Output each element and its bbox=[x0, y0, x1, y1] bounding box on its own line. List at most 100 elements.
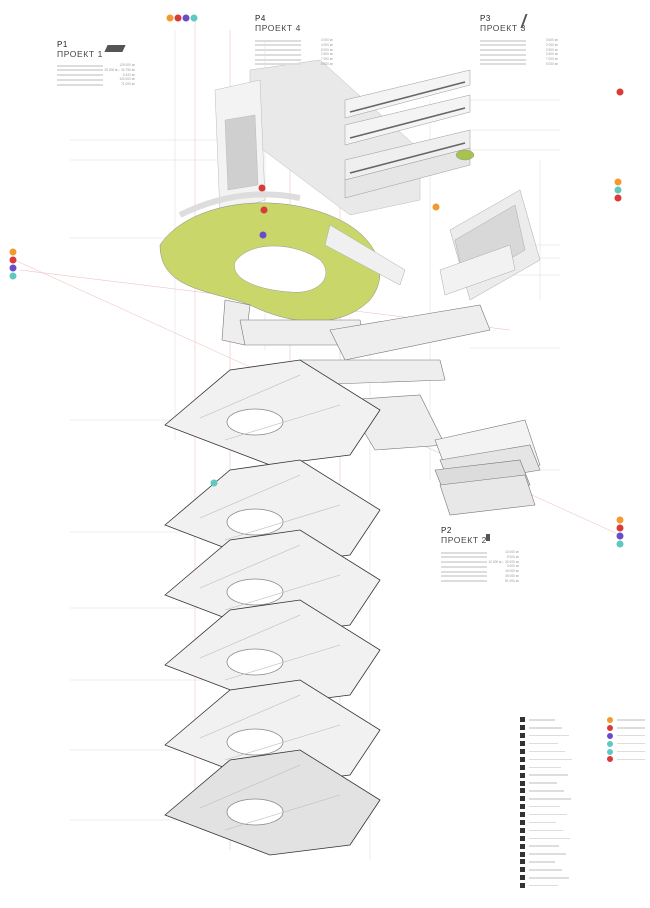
legend-text-line bbox=[529, 727, 562, 729]
legend-text-line bbox=[529, 742, 558, 745]
transport-badge bbox=[9, 248, 17, 256]
square-icon bbox=[520, 796, 525, 802]
floor-atrium bbox=[226, 648, 284, 676]
stat-row: 4 000 м² bbox=[255, 38, 333, 43]
stat-value: 10 000 м² - 30 000 м² bbox=[488, 559, 519, 564]
stat-label bbox=[255, 63, 301, 66]
stat-label bbox=[255, 58, 301, 61]
stat-row: 51 000 м² bbox=[441, 579, 519, 584]
legend-item bbox=[520, 874, 645, 882]
transport-legend-icon bbox=[607, 732, 613, 739]
project-p4-code: P4 bbox=[255, 14, 266, 23]
stat-value: 2 500 м² bbox=[545, 47, 558, 52]
stat-row: 5 432 м² bbox=[57, 73, 135, 78]
square-icon bbox=[520, 733, 525, 739]
stat-value: 3 000 м² bbox=[506, 564, 519, 569]
transport-badge bbox=[432, 203, 440, 211]
stat-row: 2 500 м² bbox=[480, 48, 558, 53]
stat-row: 71 000 м² bbox=[57, 82, 135, 87]
legend-text-line bbox=[617, 742, 645, 745]
square-icon bbox=[520, 851, 525, 857]
project-p1-name: ПРОЕКТ 1 bbox=[57, 49, 103, 59]
stat-value: 2 000 м² bbox=[545, 42, 558, 47]
legend-item bbox=[520, 803, 645, 811]
stat-row: 6 500 м² bbox=[255, 62, 333, 67]
stat-value: 4 000 м² bbox=[320, 38, 333, 42]
square-icon bbox=[520, 820, 525, 826]
stat-label bbox=[255, 53, 301, 56]
stat-value: 5 000 м² bbox=[545, 61, 558, 66]
project-p1-title: P1 ПРОЕКТ 1 bbox=[57, 40, 103, 59]
stat-label bbox=[480, 44, 526, 47]
transport-badge bbox=[614, 178, 622, 186]
stat-row: 10 000 м² - 30 000 м² bbox=[441, 560, 519, 565]
project-p2-title: P2 ПРОЕКТ 2 bbox=[441, 526, 487, 545]
legend-item bbox=[520, 748, 645, 756]
stat-value: 6 500 м² bbox=[320, 61, 333, 66]
floor-stripes bbox=[199, 694, 341, 761]
square-icon bbox=[520, 756, 525, 762]
square-icon bbox=[520, 717, 525, 723]
square-icon bbox=[520, 749, 525, 754]
transport-badge bbox=[166, 14, 174, 22]
stat-row: 100 000 м² bbox=[57, 77, 135, 82]
stat-label bbox=[480, 58, 526, 61]
legend-item bbox=[520, 787, 645, 795]
project-p2-icon bbox=[486, 534, 490, 541]
stat-value: 7 000 м² bbox=[320, 57, 333, 62]
legend-text-line bbox=[617, 727, 645, 729]
transport-badge bbox=[9, 272, 17, 280]
legend-text-line bbox=[529, 774, 568, 776]
legend-text-line bbox=[529, 829, 563, 832]
legend-item bbox=[520, 771, 645, 779]
transport-legend-icon bbox=[607, 748, 613, 755]
stat-value: 8 000 м² bbox=[320, 47, 333, 52]
stat-label bbox=[480, 53, 526, 56]
stat-row: 15 000 м² bbox=[441, 569, 519, 574]
transport-legend-icon bbox=[607, 756, 613, 763]
stat-label bbox=[441, 575, 487, 578]
legend-item bbox=[520, 834, 645, 842]
legend-item bbox=[520, 850, 645, 858]
stat-label bbox=[441, 556, 487, 559]
legend-text-line bbox=[529, 798, 571, 800]
stat-value: 100 000 м² bbox=[119, 77, 135, 82]
stat-label bbox=[480, 39, 526, 42]
transport-badge bbox=[616, 516, 624, 524]
square-icon bbox=[520, 780, 525, 786]
transport-badge bbox=[616, 88, 624, 96]
stat-value: 25 000 м² - 30 750 м² bbox=[104, 67, 135, 72]
stat-row: 10 000 м² bbox=[441, 550, 519, 555]
stat-label bbox=[255, 49, 301, 52]
stat-label bbox=[441, 570, 487, 573]
transport-badge bbox=[614, 186, 622, 194]
legend-text-line bbox=[617, 734, 645, 737]
stat-row: 7 000 м² bbox=[255, 57, 333, 62]
stat-label bbox=[480, 63, 526, 66]
square-icon bbox=[520, 875, 525, 881]
legend-item bbox=[520, 732, 645, 740]
stat-row: 5 000 м² bbox=[480, 62, 558, 67]
project-p4-title: P4 ПРОЕКТ 4 bbox=[255, 14, 301, 33]
square-icon bbox=[520, 725, 525, 731]
floor-stripes bbox=[199, 614, 341, 681]
square-icon bbox=[520, 788, 525, 794]
legend-item bbox=[520, 866, 645, 874]
legend-text-line bbox=[529, 861, 555, 863]
transport-legend-icon bbox=[607, 740, 613, 747]
floor-atrium bbox=[226, 408, 284, 436]
project-p4-name: ПРОЕКТ 4 bbox=[255, 23, 301, 33]
legend-item bbox=[520, 826, 645, 834]
building-p3 bbox=[344, 69, 475, 199]
legend-item bbox=[520, 858, 645, 866]
legend-text-line bbox=[529, 782, 557, 784]
transport-legend-icon bbox=[607, 724, 613, 731]
stat-value: 15 000 м² bbox=[505, 569, 519, 574]
stat-label bbox=[57, 64, 103, 67]
legend-item bbox=[520, 779, 645, 787]
stat-value: 2 500 м² bbox=[320, 52, 333, 57]
stat-label bbox=[441, 551, 487, 554]
project-p1-code: P1 bbox=[57, 40, 68, 49]
stat-row: 125 000 м² bbox=[57, 63, 135, 68]
stat-row: 4 000 м² bbox=[255, 43, 333, 48]
